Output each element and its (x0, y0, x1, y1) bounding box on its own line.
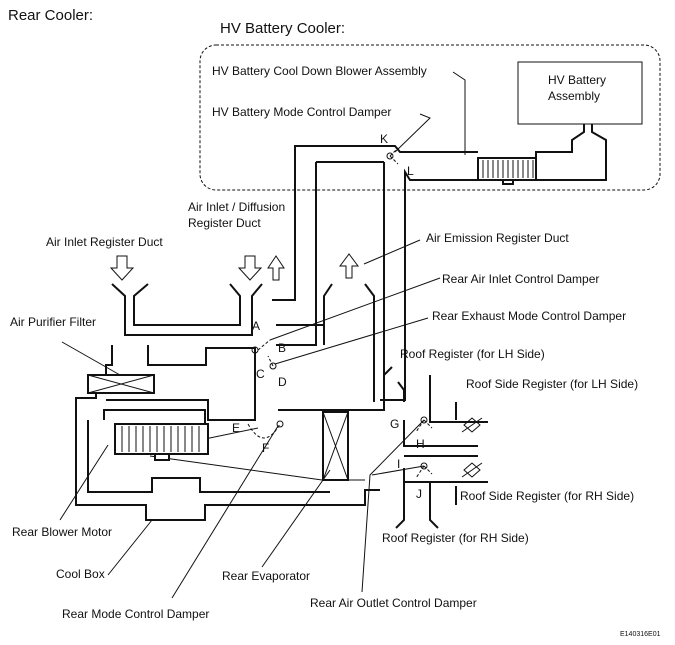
label-air-inlet-diffusion-2: Register Duct (188, 216, 261, 230)
air-emission-register-duct (276, 283, 375, 402)
label-hv-mode-damper: HV Battery Mode Control Damper (212, 105, 391, 119)
label-roof-side-rh: Roof Side Register (for RH Side) (460, 489, 634, 503)
label-cool-box: Cool Box (56, 567, 105, 581)
label-rear-mode-damper: Rear Mode Control Damper (62, 607, 209, 621)
roof-register-ducts (383, 366, 488, 529)
hv-battery-blower (477, 157, 537, 185)
hv-battery-assembly-box (517, 61, 643, 125)
damper-letter-f: F (262, 441, 269, 455)
outlet-arrow-diffusion (267, 255, 285, 281)
label-rear-blower: Rear Blower Motor (12, 525, 112, 539)
rear-mode-damper (247, 420, 284, 439)
label-air-inlet-register: Air Inlet Register Duct (46, 235, 163, 249)
leader-lines (59, 71, 466, 599)
label-roof-rh: Roof Register (for RH Side) (382, 531, 529, 545)
label-roof-lh: Roof Register (for LH Side) (400, 347, 545, 361)
damper-letter-c: C (256, 367, 265, 381)
air-purifier-filter (87, 374, 155, 394)
damper-letter-h: H (416, 437, 425, 451)
label-roof-side-lh: Roof Side Register (for LH Side) (466, 377, 638, 391)
outlet-arrow-emission (339, 253, 359, 279)
damper-letter-a: A (252, 319, 260, 333)
hv-battery-assembly-label-2: Assembly (548, 89, 600, 103)
inlet-arrow-diffusion (237, 255, 263, 281)
label-rear-air-inlet-damper: Rear Air Inlet Control Damper (442, 272, 599, 286)
damper-letter-i: I (397, 457, 400, 471)
rear-cooler-title: Rear Cooler: (8, 7, 93, 24)
rear-air-inlet-damper (251, 339, 271, 354)
label-hv-blower: HV Battery Cool Down Blower Assembly (212, 64, 427, 78)
hv-battery-duct (272, 124, 607, 411)
figure-code: E140316E01 (620, 631, 661, 638)
damper-letter-e: E (232, 421, 240, 435)
rear-blower (114, 423, 209, 461)
label-air-emission: Air Emission Register Duct (426, 231, 569, 245)
hv-battery-cooler-boundary (199, 44, 661, 191)
rear-exhaust-damper (267, 355, 277, 370)
rear-air-outlet-damper (415, 416, 433, 479)
hv-mode-damper (386, 147, 399, 165)
label-air-inlet-diffusion-1: Air Inlet / Diffusion (188, 200, 285, 214)
label-rear-evaporator: Rear Evaporator (222, 569, 310, 583)
damper-letter-k: K (380, 132, 388, 146)
hv-battery-cooler-title: HV Battery Cooler: (220, 20, 345, 37)
label-rear-air-outlet-damper: Rear Air Outlet Control Damper (310, 596, 477, 610)
damper-letter-l: L (407, 164, 414, 178)
hv-battery-assembly-label-1: HV Battery (548, 73, 606, 87)
label-rear-exhaust-damper: Rear Exhaust Mode Control Damper (432, 309, 626, 323)
damper-letter-d: D (278, 375, 287, 389)
damper-letter-j: J (416, 487, 422, 501)
label-air-purifier: Air Purifier Filter (10, 315, 96, 329)
air-inlet-register-duct (111, 283, 263, 336)
rear-evaporator (322, 411, 349, 481)
roof-side-register-fans (461, 417, 483, 478)
damper-letter-b: B (278, 341, 286, 355)
damper-letter-g: G (390, 417, 399, 431)
inlet-arrow-left (109, 255, 135, 281)
